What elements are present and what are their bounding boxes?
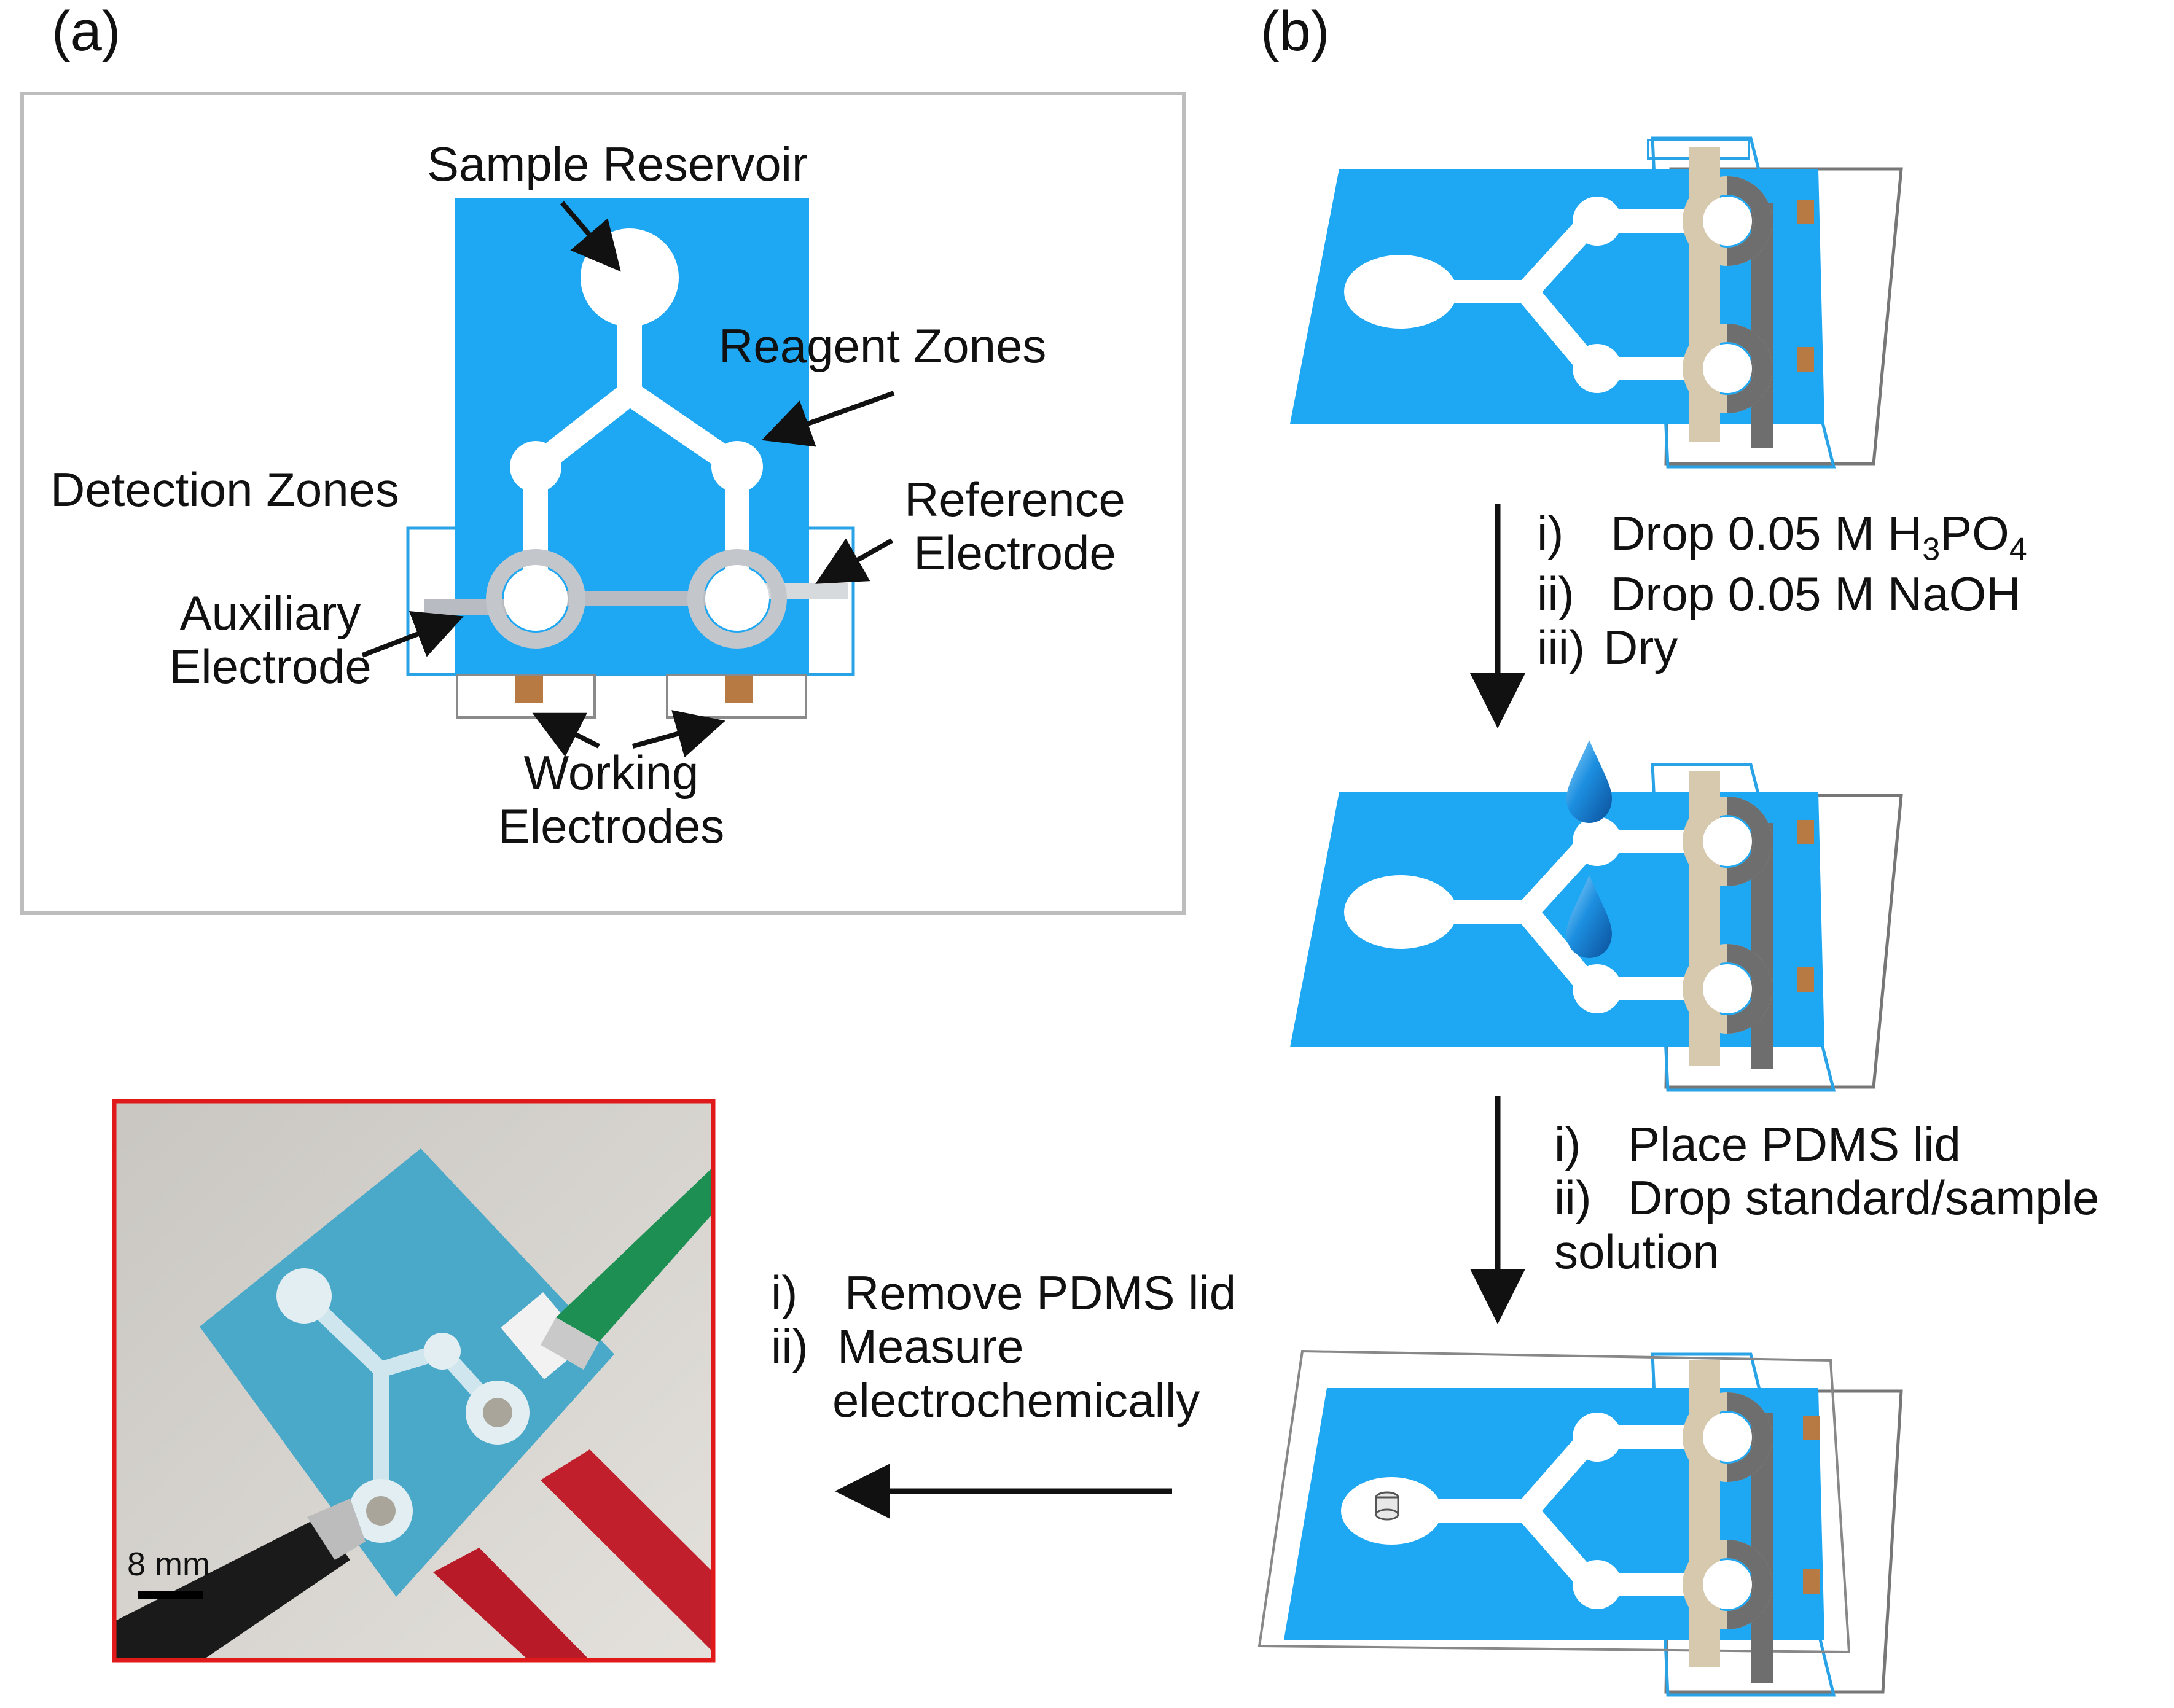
step-2-item-num: i) <box>1554 1117 1581 1171</box>
step-3-item-num: ii) <box>771 1319 808 1374</box>
pdms-lid <box>1257 1349 1851 1654</box>
device-1-holder-blue-top <box>1647 139 1750 160</box>
step-1-item-num: ii) <box>1537 566 1574 621</box>
auxiliary-electrode-line1: Auxiliary <box>179 586 361 640</box>
step-1-item-num: iii) <box>1537 620 1585 675</box>
step-3-item: i) Remove PDMS lid <box>771 1266 1236 1320</box>
step-3-instructions: i) Remove PDMS lid ii) Measure electrochem… <box>771 1266 1236 1427</box>
device-photo <box>112 1099 716 1663</box>
working-electrodes-line2: Electrodes <box>498 799 725 854</box>
panel-a-diagram <box>20 92 1186 915</box>
working-electrode-contact-right <box>725 676 753 703</box>
step-1-instructions: i)Drop 0.05 M H3PO4 ii)Drop 0.05 M NaOH … <box>1537 506 2027 675</box>
device-1-reagent-top <box>1573 197 1622 246</box>
scale-bar-label: 8 mm <box>127 1546 210 1583</box>
step-3-item-num: i) <box>771 1266 798 1320</box>
working-electrodes-label: Working Electrodes <box>473 746 749 854</box>
auxiliary-electrode-label: Auxiliary Electrode <box>138 586 402 694</box>
step-3-item-text: electrochemically <box>832 1373 1200 1427</box>
red-clip-2 <box>433 1548 590 1660</box>
step-3-item-text: Measure <box>837 1319 1024 1374</box>
reagent-zone-left <box>510 441 561 493</box>
panel-a-letter: (a) <box>52 0 121 63</box>
step-1-item: ii) Drop 0.05 M NaOH <box>1537 567 2027 621</box>
step-1-item: iii) Dry <box>1537 620 2027 675</box>
step-2-item: i) Place PDMS lid <box>1554 1117 2099 1171</box>
step-2-item-text: Place PDMS lid <box>1628 1117 1961 1171</box>
device-2-reservoir <box>1344 875 1457 949</box>
reference-electrode-line1: Reference <box>904 472 1125 526</box>
working-electrode-contact-left <box>515 676 543 703</box>
device-1-contact-bottom <box>1797 347 1814 372</box>
step-2-item-text: solution <box>1554 1224 1719 1279</box>
working-electrodes-arrow-right <box>631 710 725 758</box>
water-drop-icon <box>1566 740 1612 823</box>
reference-electrode-label: Reference Electrode <box>886 472 1144 580</box>
reference-electrode-line2: Electrode <box>913 526 1116 580</box>
working-electrodes-line1: Working <box>523 746 699 800</box>
step-3-item: ii) Measure <box>771 1319 1236 1374</box>
device-1-reagent-bottom <box>1573 344 1622 393</box>
detection-zone-right <box>687 549 787 649</box>
reagent-zones-label: Reagent Zones <box>719 319 1047 373</box>
step-2-item: solution <box>1554 1225 2099 1279</box>
auxiliary-electrode-line2: Electrode <box>169 639 372 694</box>
red-clip-1 <box>541 1449 713 1652</box>
step-2-item-text: Drop standard/sample <box>1628 1171 2100 1225</box>
detection-zone-right-center <box>705 567 769 631</box>
black-clip <box>114 1517 350 1660</box>
sample-reservoir-label: Sample Reservoir <box>427 137 808 191</box>
step-1-sub2: 4 <box>2009 531 2027 567</box>
device-1-contact-top <box>1797 200 1814 224</box>
step-1-sub1: 3 <box>1922 531 1941 567</box>
panel-b-letter: (b) <box>1261 0 1330 63</box>
detection-zone-left-center <box>504 567 568 631</box>
reagent-zones-arrow <box>761 391 895 447</box>
sample-cylinder-icon <box>1375 1491 1399 1521</box>
step-2-instructions: i) Place PDMS lid ii) Drop standard/sample… <box>1554 1117 2099 1279</box>
step-1-item-text: Dry <box>1603 620 1678 675</box>
detection-zone-left <box>486 549 585 649</box>
step-3-item: electrochemically <box>771 1373 1236 1427</box>
step-3-item-text: Remove PDMS lid <box>845 1266 1237 1320</box>
panel-a-callout-arrows <box>361 201 895 758</box>
sample-reservoir-arrow <box>560 201 621 272</box>
step-1-mid: PO <box>1940 506 2009 560</box>
photo-border <box>112 1099 716 1663</box>
step-1-item-num: i) <box>1537 506 1564 560</box>
device-step-3 <box>1257 1349 1903 1697</box>
detection-zones-label: Detection Zones <box>50 462 399 517</box>
device-step-1 <box>1290 136 1903 469</box>
step-1-item: i) Drop 0.05 M H3PO4 <box>1537 506 2027 567</box>
process-arrows <box>835 504 1525 1519</box>
photo-paper-device <box>200 1148 614 1597</box>
step-2-item-num: ii) <box>1554 1171 1592 1225</box>
reference-electrode-arrow <box>815 538 893 584</box>
step-1-item-text: Drop 0.05 M H <box>1611 506 1923 560</box>
green-clip <box>556 1167 713 1342</box>
device-step-2 <box>1290 740 1903 1092</box>
water-drop-icon <box>1566 875 1612 958</box>
step-1-item-text: Drop 0.05 M NaOH <box>1611 566 2021 621</box>
working-electrodes-arrow-left <box>532 712 600 757</box>
device-1-reservoir <box>1344 255 1457 329</box>
step-2-item: ii) Drop standard/sample <box>1554 1171 2099 1225</box>
auxiliary-electrode-arrow <box>361 610 464 658</box>
reagent-zone-right <box>711 441 763 493</box>
